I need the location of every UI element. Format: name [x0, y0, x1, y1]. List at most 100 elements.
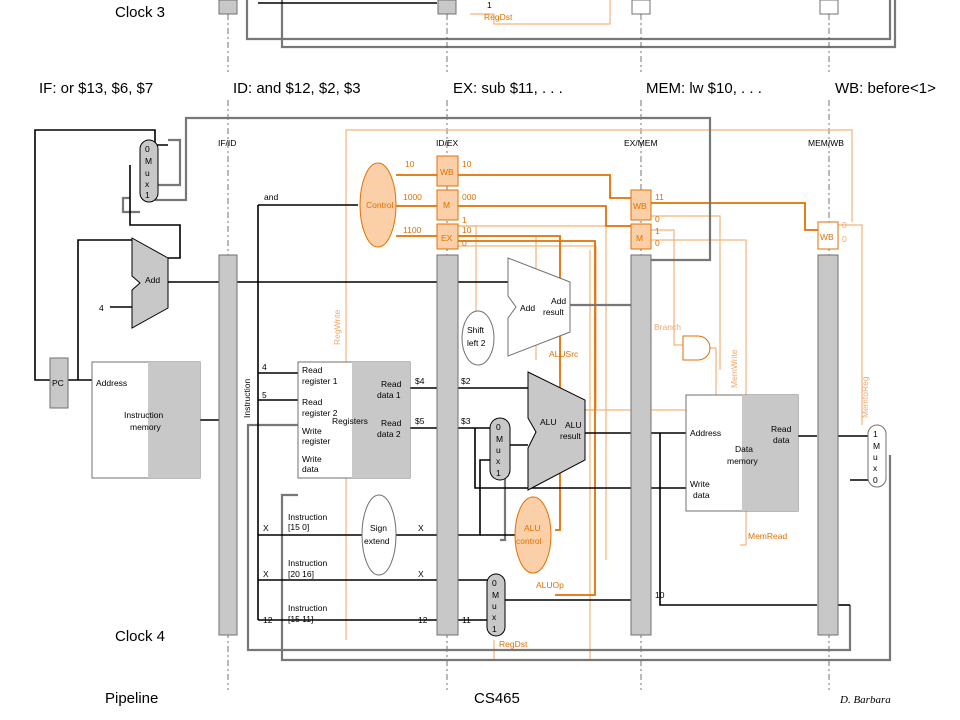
svg-text:ALU: ALU	[565, 420, 582, 430]
svg-text:0: 0	[492, 578, 497, 588]
svg-text:u: u	[873, 452, 878, 462]
instruction-fields: Instruction [15 0] Instruction [20 16] I…	[263, 512, 665, 625]
stage-wb: WB: before<1>	[835, 80, 936, 97]
stage-ex: EX: sub $11, . . .	[453, 80, 563, 97]
stage-mem: MEM: lw $10, . . .	[646, 80, 762, 97]
clock-3-label: Clock 3	[115, 4, 165, 21]
register-file: Read register 1 Read register 2 Write re…	[297, 361, 411, 479]
svg-text:Instruction: Instruction	[124, 410, 163, 420]
ifid-label: IF/ID	[218, 138, 236, 148]
alusrc-mux: 0 M u x 1	[489, 417, 511, 481]
branch-adder: Add Add result	[507, 257, 571, 357]
svg-text:ALU: ALU	[524, 523, 541, 533]
memwrite-label: MemWrite	[729, 349, 739, 388]
svg-text:$5: $5	[415, 416, 425, 426]
regdst-mux: 0 M u x 1 RegDst	[486, 573, 528, 649]
memwb-register	[817, 254, 839, 636]
svg-text:1: 1	[487, 0, 492, 10]
svg-text:Instruction: Instruction	[288, 558, 327, 568]
alu-control: ALU control ALUOp	[514, 496, 564, 590]
svg-text:Write: Write	[690, 479, 710, 489]
svg-text:11: 11	[655, 192, 664, 202]
stage-if: IF: or $13, $6, $7	[39, 80, 153, 97]
exmem-register	[630, 254, 652, 636]
svg-text:0: 0	[873, 475, 878, 485]
footer-signature: D. Barbara	[839, 694, 891, 706]
svg-text:M: M	[873, 441, 880, 451]
svg-text:memory: memory	[727, 456, 758, 466]
svg-text:11: 11	[462, 615, 471, 625]
instruction-memory: Address Instruction memory	[91, 361, 201, 479]
svg-text:Address: Address	[96, 378, 127, 388]
svg-text:M: M	[145, 156, 152, 166]
svg-text:4: 4	[99, 303, 104, 313]
pc-adder: Add 4	[99, 237, 169, 329]
branch-and-gate: Branch	[654, 322, 711, 361]
svg-text:x: x	[496, 456, 501, 466]
exmem-control-fields: WB M 11 0 1 0	[630, 189, 664, 250]
svg-text:result: result	[560, 431, 581, 441]
svg-text:M: M	[636, 233, 643, 243]
memwb-control-field: WB 0 0	[817, 220, 847, 250]
svg-text:register 2: register 2	[302, 408, 338, 418]
svg-text:X: X	[418, 523, 424, 533]
svg-text:memory: memory	[130, 422, 161, 432]
memwb-label: MEM/WB	[808, 138, 844, 148]
svg-text:X: X	[263, 523, 269, 533]
svg-text:$3: $3	[461, 416, 471, 426]
svg-text:1: 1	[145, 190, 150, 200]
svg-text:ALUOp: ALUOp	[536, 580, 564, 590]
svg-text:PC: PC	[52, 378, 64, 388]
svg-text:0: 0	[655, 238, 660, 248]
svg-text:u: u	[496, 445, 501, 455]
svg-text:X: X	[418, 569, 424, 579]
svg-text:[20 16]: [20 16]	[288, 569, 314, 579]
svg-text:$2: $2	[461, 376, 471, 386]
svg-text:Write: Write	[302, 426, 322, 436]
svg-text:Read: Read	[381, 418, 402, 428]
svg-text:WB: WB	[820, 232, 834, 242]
svg-text:1: 1	[496, 468, 501, 478]
svg-text:000: 000	[462, 192, 476, 202]
svg-text:Sign: Sign	[370, 523, 387, 533]
pc-mux: 0 M u x 1	[139, 139, 159, 203]
svg-text:[15 11]: [15 11]	[288, 614, 313, 624]
svg-text:data 2: data 2	[377, 429, 401, 439]
ifid-register	[218, 254, 238, 636]
svg-text:x: x	[145, 179, 150, 189]
svg-text:1: 1	[492, 624, 497, 634]
svg-text:M: M	[443, 200, 450, 210]
svg-text:Add: Add	[145, 275, 160, 285]
svg-text:0: 0	[842, 220, 847, 230]
svg-text:Instruction: Instruction	[288, 603, 327, 613]
svg-text:1: 1	[873, 429, 878, 439]
idex-label: ID/EX	[436, 138, 459, 148]
svg-text:u: u	[492, 601, 497, 611]
svg-text:Add: Add	[520, 303, 535, 313]
svg-text:extend: extend	[364, 536, 390, 546]
svg-text:0: 0	[462, 238, 467, 248]
svg-text:left 2: left 2	[467, 338, 486, 348]
stage-labels: IF: or $13, $6, $7 ID: and $12, $2, $3 E…	[39, 80, 936, 97]
sign-extend: Sign extend	[361, 494, 397, 576]
svg-text:Read: Read	[771, 424, 792, 434]
svg-text:Branch: Branch	[654, 322, 681, 332]
shift-left-2: Shift left 2	[461, 310, 495, 366]
clock-4-label: Clock 4	[115, 628, 165, 645]
data-memory: Address Read data Data memory Write data…	[685, 394, 799, 541]
svg-text:register 1: register 1	[302, 376, 338, 386]
svg-text:data: data	[302, 464, 319, 474]
svg-text:1000: 1000	[403, 192, 422, 202]
svg-text:0: 0	[496, 422, 501, 432]
svg-text:Registers: Registers	[332, 416, 368, 426]
svg-text:data 1: data 1	[377, 390, 401, 400]
previous-clock-remnant: RegDst 1 Clock 3	[115, 0, 897, 49]
svg-text:data: data	[693, 490, 710, 500]
svg-text:Add: Add	[551, 296, 566, 306]
idex-register	[436, 254, 459, 636]
svg-text:5: 5	[262, 390, 267, 400]
and-label: and	[264, 192, 278, 202]
svg-text:1: 1	[655, 226, 660, 236]
svg-text:data: data	[773, 435, 790, 445]
